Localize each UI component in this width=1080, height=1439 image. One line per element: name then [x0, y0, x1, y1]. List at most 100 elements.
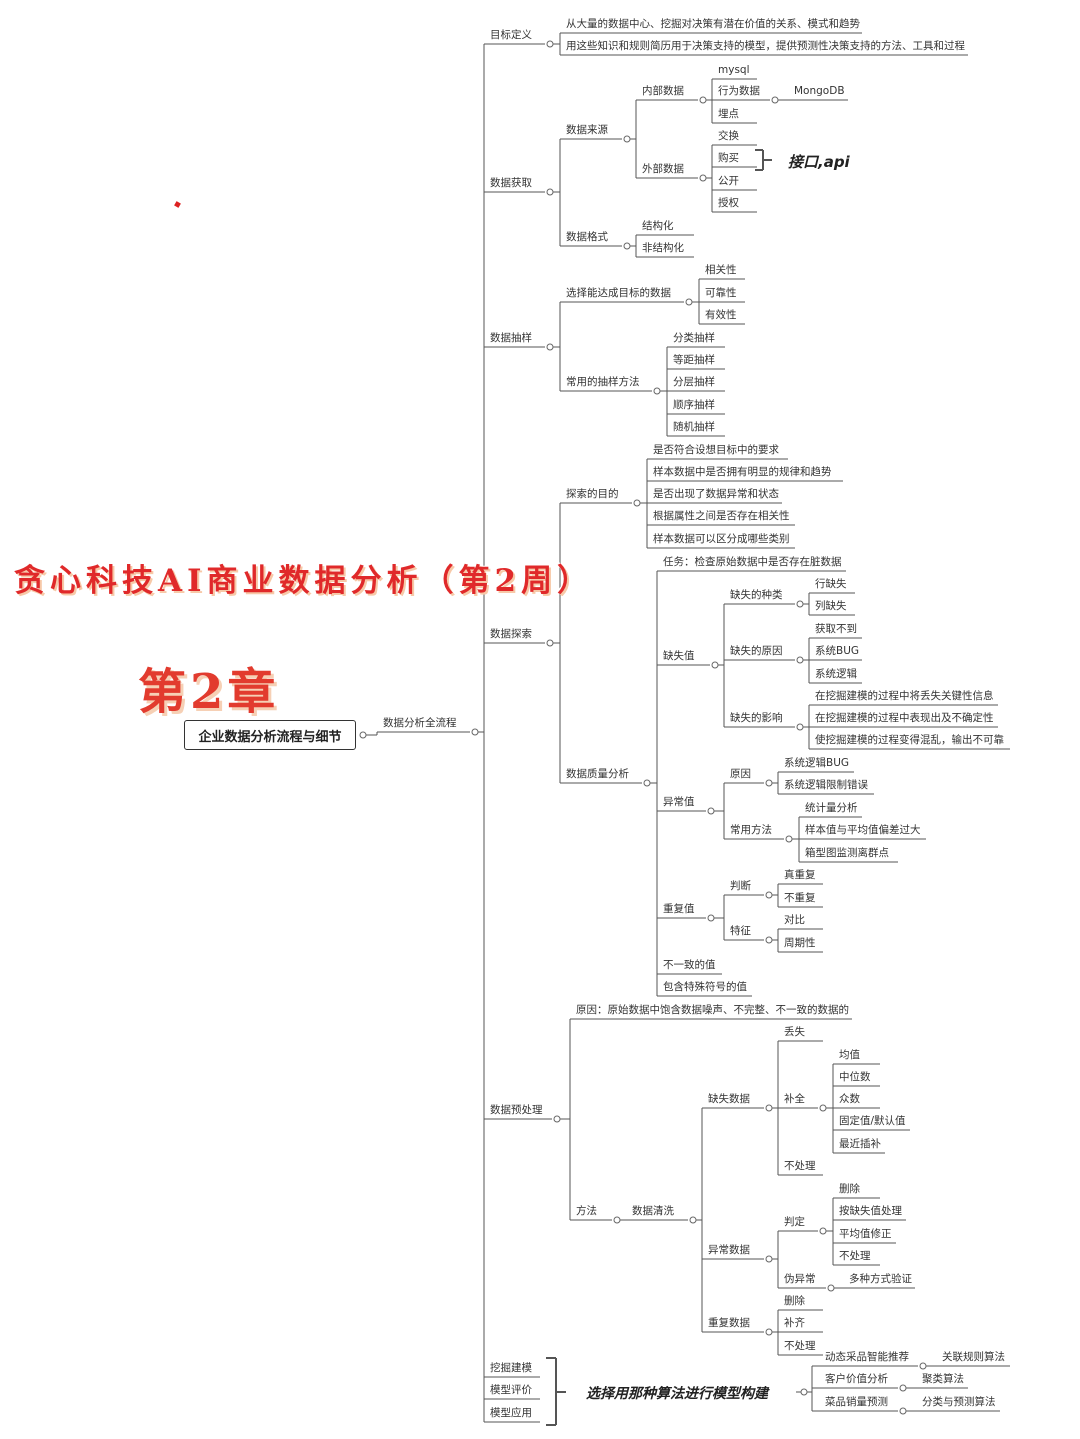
node-methods[interactable]: 常用的抽样方法 — [566, 376, 640, 388]
node-ab-r1[interactable]: 系统逻辑BUG — [784, 757, 850, 769]
node-miss-data[interactable]: 缺失数据 — [708, 1093, 750, 1105]
node-periodic[interactable]: 周期性 — [784, 937, 816, 949]
node-ab-reason[interactable]: 原因 — [730, 768, 751, 780]
node-p2[interactable]: 样本数据中是否拥有明显的规律和趋势 — [653, 466, 832, 478]
node-true-dup[interactable]: 真重复 — [784, 869, 816, 881]
node-ab-m3[interactable]: 箱型图监测离群点 — [805, 847, 889, 859]
node-cleaning[interactable]: 数据清洗 — [632, 1205, 674, 1217]
node-duplicate[interactable]: 重复值 — [663, 903, 695, 915]
node-special[interactable]: 包含特殊符号的值 — [663, 981, 747, 993]
node-sales[interactable]: 菜品销量预测 — [825, 1396, 888, 1408]
node-rec-alg[interactable]: 关联规则算法 — [942, 1351, 1005, 1363]
node-ab-r2[interactable]: 系统逻辑限制错误 — [784, 779, 868, 791]
node-method[interactable]: 方法 — [576, 1205, 597, 1217]
node-sampling[interactable]: 数据抽样 — [490, 332, 532, 344]
node-miss-impact[interactable]: 缺失的影响 — [730, 712, 783, 724]
node-r1[interactable]: 获取不到 — [815, 623, 857, 635]
node-ab-method[interactable]: 常用方法 — [730, 824, 772, 836]
node-acquire[interactable]: 数据获取 — [490, 177, 532, 189]
node-p3[interactable]: 是否出现了数据异常和状态 — [653, 488, 779, 500]
node-mining[interactable]: 挖掘建模 — [490, 1362, 532, 1374]
node-internal[interactable]: 内部数据 — [642, 85, 684, 97]
node-no-proc[interactable]: 不处理 — [784, 1160, 816, 1172]
node-fill[interactable]: 补全 — [784, 1093, 805, 1105]
node-mode[interactable]: 众数 — [839, 1093, 860, 1105]
node-tracking[interactable]: 埋点 — [718, 108, 739, 120]
node-lost[interactable]: 丢失 — [784, 1026, 805, 1038]
node-mean-fix[interactable]: 平均值修正 — [839, 1228, 892, 1240]
node-rec[interactable]: 动态采品智能推荐 — [825, 1351, 909, 1363]
node-purpose[interactable]: 探索的目的 — [566, 488, 619, 500]
node-m4[interactable]: 顺序抽样 — [673, 399, 715, 411]
node-select[interactable]: 选择能达成目标的数据 — [566, 287, 671, 299]
node-ab-m1[interactable]: 统计量分析 — [805, 802, 858, 814]
node-ab-m2[interactable]: 样本值与平均值偏差过大 — [805, 824, 921, 836]
node-pre-reason[interactable]: 原因：原始数据中饱含数据噪声、不完整、不一致的数据的 — [576, 1004, 849, 1016]
node-flow-label[interactable]: 数据分析全流程 — [383, 717, 457, 729]
node-fill2[interactable]: 补齐 — [784, 1317, 805, 1329]
node-cust[interactable]: 客户价值分析 — [825, 1373, 888, 1385]
node-cust-alg[interactable]: 聚类算法 — [922, 1373, 964, 1385]
node-m1[interactable]: 分类抽样 — [673, 332, 715, 344]
node-relevance[interactable]: 相关性 — [705, 264, 737, 276]
node-explore[interactable]: 数据探索 — [490, 628, 532, 640]
node-source[interactable]: 数据来源 — [566, 124, 608, 136]
node-i1[interactable]: 在挖掘建模的过程中将丢失关键性信息 — [815, 690, 994, 702]
node-i2[interactable]: 在挖掘建模的过程中表现出及不确定性 — [815, 712, 994, 724]
node-task[interactable]: 任务：检查原始数据中是否存在脏数据 — [663, 556, 842, 568]
node-p1[interactable]: 是否符合设想目标中的要求 — [653, 444, 779, 456]
node-missing[interactable]: 缺失值 — [663, 650, 695, 662]
node-target[interactable]: 目标定义 — [490, 29, 532, 41]
node-m3[interactable]: 分层抽样 — [673, 376, 715, 388]
root-node[interactable]: 企业数据分析流程与细节 — [184, 720, 356, 750]
node-i3[interactable]: 使挖掘建模的过程变得混乱，输出不可靠 — [815, 734, 1004, 746]
node-dup-data[interactable]: 重复数据 — [708, 1317, 750, 1329]
node-validity[interactable]: 有效性 — [705, 309, 737, 321]
node-external[interactable]: 外部数据 — [642, 163, 684, 175]
node-as-missing[interactable]: 按缺失值处理 — [839, 1205, 902, 1217]
node-mean[interactable]: 均值 — [839, 1049, 860, 1061]
node-judge[interactable]: 判断 — [730, 880, 751, 892]
node-p5[interactable]: 样本数据可以区分成哪些类别 — [653, 533, 790, 545]
node-m2[interactable]: 等距抽样 — [673, 354, 715, 366]
node-mysql[interactable]: mysql — [718, 64, 750, 76]
node-ab-data[interactable]: 异常数据 — [708, 1244, 750, 1256]
node-p4[interactable]: 根据属性之间是否存在相关性 — [653, 510, 790, 522]
node-no-proc2[interactable]: 不处理 — [839, 1250, 871, 1262]
node-nearest[interactable]: 最近插补 — [839, 1138, 881, 1150]
node-target-2[interactable]: 用这些知识和规则简历用于决策支持的模型，提供预测性决策支持的方法、工具和过程 — [566, 40, 965, 52]
node-miss-kind[interactable]: 缺失的种类 — [730, 589, 783, 601]
node-exchange[interactable]: 交换 — [718, 130, 739, 142]
node-delete[interactable]: 删除 — [839, 1183, 860, 1195]
node-behavior[interactable]: 行为数据 — [718, 85, 760, 97]
node-sales-alg[interactable]: 分类与预测算法 — [922, 1396, 996, 1408]
node-target-1[interactable]: 从大量的数据中心、挖掘对决策有潜在价值的关系、模式和趋势 — [566, 18, 860, 30]
node-decide[interactable]: 判定 — [784, 1216, 805, 1228]
node-structured[interactable]: 结构化 — [642, 220, 674, 232]
node-mongodb[interactable]: MongoDB — [794, 85, 845, 97]
node-abnormal[interactable]: 异常值 — [663, 796, 695, 808]
node-format[interactable]: 数据格式 — [566, 231, 608, 243]
node-fake-ab[interactable]: 伪异常 — [784, 1273, 816, 1285]
node-license[interactable]: 授权 — [718, 197, 739, 209]
node-r3[interactable]: 系统逻辑 — [815, 668, 857, 680]
node-quality[interactable]: 数据质量分析 — [566, 768, 629, 780]
node-row-miss[interactable]: 行缺失 — [815, 578, 847, 590]
node-preprocess[interactable]: 数据预处理 — [490, 1104, 543, 1116]
node-buy[interactable]: 购买 — [718, 152, 739, 164]
node-miss-reason[interactable]: 缺失的原因 — [730, 645, 783, 657]
node-not-dup[interactable]: 不重复 — [784, 892, 816, 904]
node-unstructured[interactable]: 非结构化 — [642, 242, 684, 254]
node-public[interactable]: 公开 — [718, 175, 739, 187]
node-m5[interactable]: 随机抽样 — [673, 421, 715, 433]
node-inconsistent[interactable]: 不一致的值 — [663, 959, 716, 971]
node-apply[interactable]: 模型应用 — [490, 1407, 532, 1419]
node-col-miss[interactable]: 列缺失 — [815, 600, 847, 612]
node-no-proc3[interactable]: 不处理 — [784, 1340, 816, 1352]
node-compare[interactable]: 对比 — [784, 914, 805, 926]
node-multi[interactable]: 多种方式验证 — [849, 1273, 912, 1285]
node-reliability[interactable]: 可靠性 — [705, 287, 737, 299]
node-fixed[interactable]: 固定值/默认值 — [839, 1115, 906, 1127]
node-r2[interactable]: 系统BUG — [815, 645, 860, 657]
node-median[interactable]: 中位数 — [839, 1071, 871, 1083]
